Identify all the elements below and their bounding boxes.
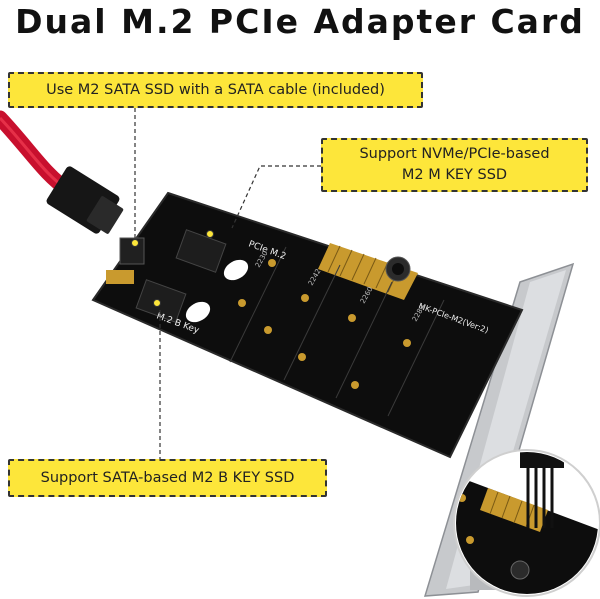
callout-sata-cable: Use M2 SATA SSD with a SATA cable (inclu… xyxy=(8,72,423,108)
sata-cable xyxy=(0,110,124,234)
callout-nvme-line1: Support NVMe/PCIe-based xyxy=(359,146,550,162)
callout-nvme-m-key: Support NVMe/PCIe-based M2 M KEY SSD xyxy=(321,138,588,192)
page-title: Dual M.2 PCIe Adapter Card xyxy=(15,2,585,41)
zoom-detail xyxy=(453,449,600,597)
adapter-pcb: PCIe M.2 M.2 B Key MK-PCIe-M2(Ver:2) 223… xyxy=(91,191,524,459)
callout-b-key-text: Support SATA-based M2 B KEY SSD xyxy=(40,469,295,486)
callout-sata-cable-text: Use M2 SATA SSD with a SATA cable (inclu… xyxy=(46,81,385,98)
callout-markers xyxy=(131,230,214,307)
leader-lines xyxy=(134,108,321,459)
callout-sata-b-key: Support SATA-based M2 B KEY SSD xyxy=(8,459,327,497)
callout-nvme-line2: M2 M KEY SSD xyxy=(401,167,508,183)
